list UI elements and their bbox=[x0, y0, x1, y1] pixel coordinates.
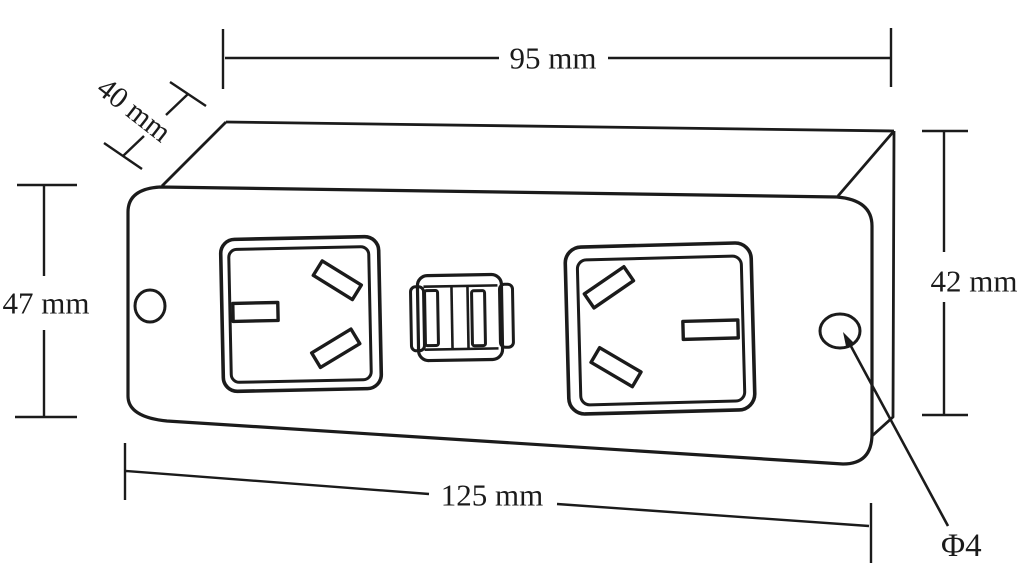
dim-label-bottom-width: 125 mm bbox=[441, 478, 543, 513]
left-socket-inner-frame bbox=[227, 245, 373, 384]
left-socket-lower-angled-pin-slot bbox=[309, 327, 362, 370]
dim-40-upper-stub bbox=[165, 93, 189, 116]
dim-label-depth: 40 mm bbox=[91, 71, 178, 149]
right-mounting-hole bbox=[818, 312, 862, 350]
usb-module-inner-top-line bbox=[423, 284, 498, 288]
usb-port-slot-right bbox=[470, 289, 487, 348]
right-socket-horizontal-pin-slot bbox=[681, 318, 740, 342]
right-socket-outer-frame bbox=[563, 241, 757, 416]
dim-label-hole-diameter: Φ4 bbox=[941, 528, 982, 564]
left-mounting-hole bbox=[133, 288, 167, 324]
right-side-face-edge bbox=[871, 130, 896, 438]
dim-label-left-height: 47 mm bbox=[3, 286, 90, 321]
dimension-left-height bbox=[15, 183, 77, 419]
right-socket-upper-angled-pin-slot bbox=[582, 265, 636, 310]
dim-label-top-width: 95 mm bbox=[510, 41, 597, 76]
left-socket-upper-angled-pin-slot bbox=[311, 259, 364, 302]
dimension-right-height bbox=[922, 129, 968, 417]
usb-module-inner-bottom-line bbox=[424, 347, 499, 351]
box-rear-body bbox=[161, 120, 896, 438]
dim-40-lower-stub bbox=[122, 135, 145, 157]
dimension-bottom-width bbox=[123, 443, 873, 563]
drawing-linework bbox=[15, 28, 968, 563]
usb-module bbox=[409, 272, 515, 363]
usb-module-right-tab bbox=[498, 282, 515, 349]
usb-port-divider-right bbox=[466, 285, 470, 349]
dim-125-line-right bbox=[556, 502, 870, 528]
right-socket-lower-angled-pin-slot bbox=[589, 345, 643, 389]
usb-module-body bbox=[415, 272, 505, 363]
left-socket-outer-frame bbox=[218, 234, 384, 394]
phi4-leader-line bbox=[844, 336, 950, 527]
usb-port-slot-left bbox=[423, 288, 440, 348]
usb-port-divider-left bbox=[450, 286, 454, 350]
phi4-leader-arrowhead bbox=[843, 332, 854, 348]
dimension-labels: 95 mm 40 mm 47 mm 42 mm 125 mm Φ4 bbox=[3, 41, 1018, 565]
left-socket-horizontal-pin-slot bbox=[231, 300, 280, 324]
dim-125-line-left bbox=[125, 469, 430, 496]
top-face-right-edge bbox=[836, 130, 896, 197]
right-socket-inner-frame bbox=[575, 254, 747, 407]
front-face-plate bbox=[126, 185, 874, 466]
dimension-top-width bbox=[221, 28, 893, 89]
left-socket bbox=[218, 234, 384, 394]
top-face-back-edge bbox=[225, 120, 895, 133]
hole-diameter-callout bbox=[843, 332, 950, 527]
dimension-depth bbox=[103, 81, 207, 170]
right-socket bbox=[563, 241, 757, 416]
dim-label-right-height: 42 mm bbox=[931, 264, 1018, 299]
top-face-left-edge bbox=[161, 121, 227, 187]
